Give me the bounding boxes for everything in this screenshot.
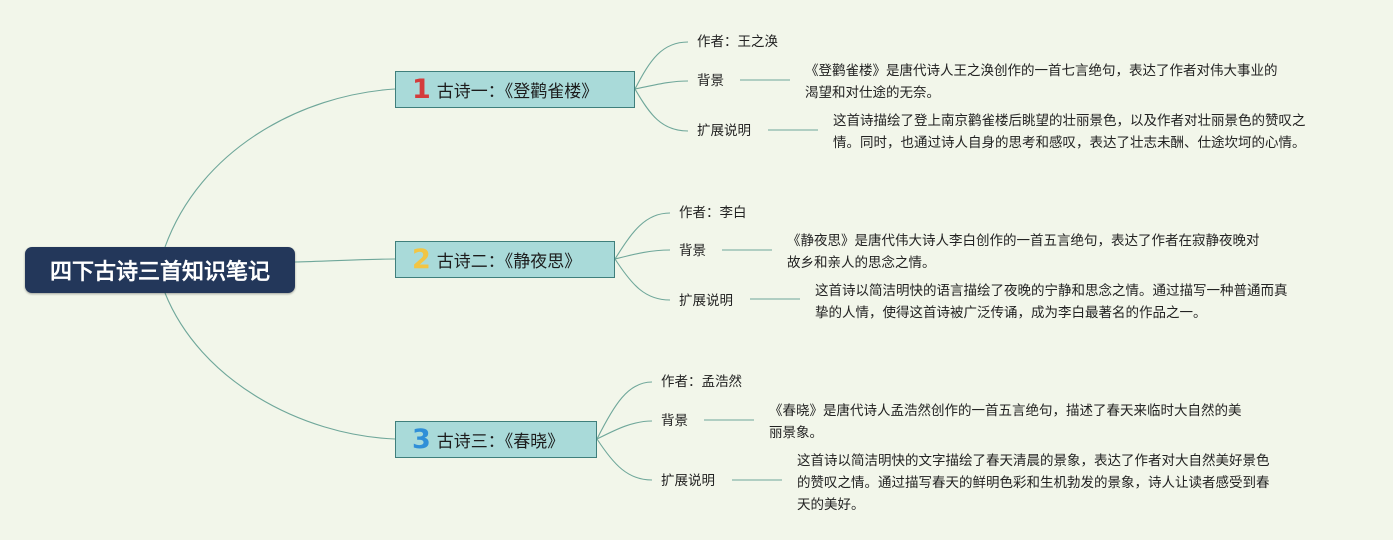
link-poem3-background [596, 420, 653, 440]
link-poem3-author [596, 381, 653, 440]
author-node[interactable]: 作者：李白 [679, 205, 747, 221]
link-poem1-extension [634, 88, 689, 132]
extension-description[interactable]: 这首诗以简洁明快的文字描绘了春天清晨的景象，表达了作者对大自然美好景色 的赞叹之… [797, 450, 1270, 516]
description-line: 这首诗描绘了登上南京鹳雀楼后眺望的壮丽景色，以及作者对壮丽景色的赞叹之 [833, 113, 1306, 129]
description-line: 天的美好。 [797, 497, 865, 513]
link-poem3-extension [596, 438, 653, 481]
description-line: 故乡和亲人的思念之情。 [787, 255, 936, 271]
extension-description[interactable]: 这首诗描绘了登上南京鹳雀楼后眺望的壮丽景色，以及作者对壮丽景色的赞叹之 情。同时… [833, 110, 1306, 154]
background-description[interactable]: 《静夜思》是唐代伟大诗人李白创作的一首五言绝句，表达了作者在寂静夜晚对 故乡和亲… [787, 230, 1260, 274]
number-3-icon: 3 [412, 424, 431, 455]
link-root-poem1 [164, 88, 396, 248]
description-line: 情。同时，也通过诗人自身的思考和感叹，表达了壮志未酬、仕途坎坷的心情。 [833, 135, 1306, 151]
poem-title: 古诗三：《春晓》 [436, 432, 565, 452]
link-poem2-author [614, 212, 671, 260]
poem-node-1[interactable]: 1 古诗一：《登鹳雀楼》 [395, 71, 635, 108]
link-root-poem3 [164, 292, 396, 440]
description-line: 的赞叹之情。通过描写春天的鲜明色彩和生机勃发的景象，诗人让读者感受到春 [797, 475, 1270, 491]
poem-node-2[interactable]: 2 古诗二：《静夜思》 [395, 241, 615, 278]
description-line: 《登鹳雀楼》是唐代诗人王之涣创作的一首七言绝句，表达了作者对伟大事业的 [805, 63, 1278, 79]
description-line: 《静夜思》是唐代伟大诗人李白创作的一首五言绝句，表达了作者在寂静夜晚对 [787, 233, 1260, 249]
description-line: 《春晓》是唐代诗人孟浩然创作的一首五言绝句，描述了春天来临时大自然的美 [769, 403, 1242, 419]
background-node[interactable]: 背景 [697, 73, 724, 89]
description-line: 丽景象。 [769, 425, 823, 441]
description-line: 这首诗以简洁明快的语言描绘了夜晚的宁静和思念之情。通过描写一种普通而真 [815, 283, 1288, 299]
author-node[interactable]: 作者：孟浩然 [661, 374, 742, 390]
description-line: 挚的人情，使得这首诗被广泛传诵，成为李白最著名的作品之一。 [815, 305, 1207, 321]
poem-title: 古诗一：《登鹳雀楼》 [436, 82, 599, 102]
background-description[interactable]: 《春晓》是唐代诗人孟浩然创作的一首五言绝句，描述了春天来临时大自然的美 丽景象。 [769, 400, 1242, 444]
description-line: 这首诗以简洁明快的文字描绘了春天清晨的景象，表达了作者对大自然美好景色 [797, 453, 1270, 469]
root-label: 四下古诗三首知识笔记 [49, 260, 270, 285]
link-root-poem2 [294, 258, 396, 263]
poem-node-3[interactable]: 3 古诗三：《春晓》 [395, 421, 597, 458]
extension-node[interactable]: 扩展说明 [661, 473, 715, 489]
background-node[interactable]: 背景 [679, 243, 706, 259]
link-poem1-background [634, 80, 689, 90]
extension-node[interactable]: 扩展说明 [679, 293, 733, 309]
description-line: 渴望和对仕途的无奈。 [805, 85, 940, 101]
background-description[interactable]: 《登鹳雀楼》是唐代诗人王之涣创作的一首七言绝句，表达了作者对伟大事业的 渴望和对… [805, 60, 1278, 104]
link-poem1-author [634, 41, 689, 90]
author-node[interactable]: 作者：王之涣 [697, 34, 778, 50]
extension-description[interactable]: 这首诗以简洁明快的语言描绘了夜晚的宁静和思念之情。通过描写一种普通而真 挚的人情… [815, 280, 1288, 324]
extension-node[interactable]: 扩展说明 [697, 123, 751, 139]
background-node[interactable]: 背景 [661, 413, 688, 429]
number-1-icon: 1 [412, 74, 431, 105]
root-node[interactable]: 四下古诗三首知识笔记 [25, 247, 295, 293]
number-2-icon: 2 [412, 244, 431, 275]
poem-title: 古诗二：《静夜思》 [436, 252, 582, 272]
link-poem2-extension [614, 258, 671, 301]
link-poem2-background [614, 249, 671, 260]
